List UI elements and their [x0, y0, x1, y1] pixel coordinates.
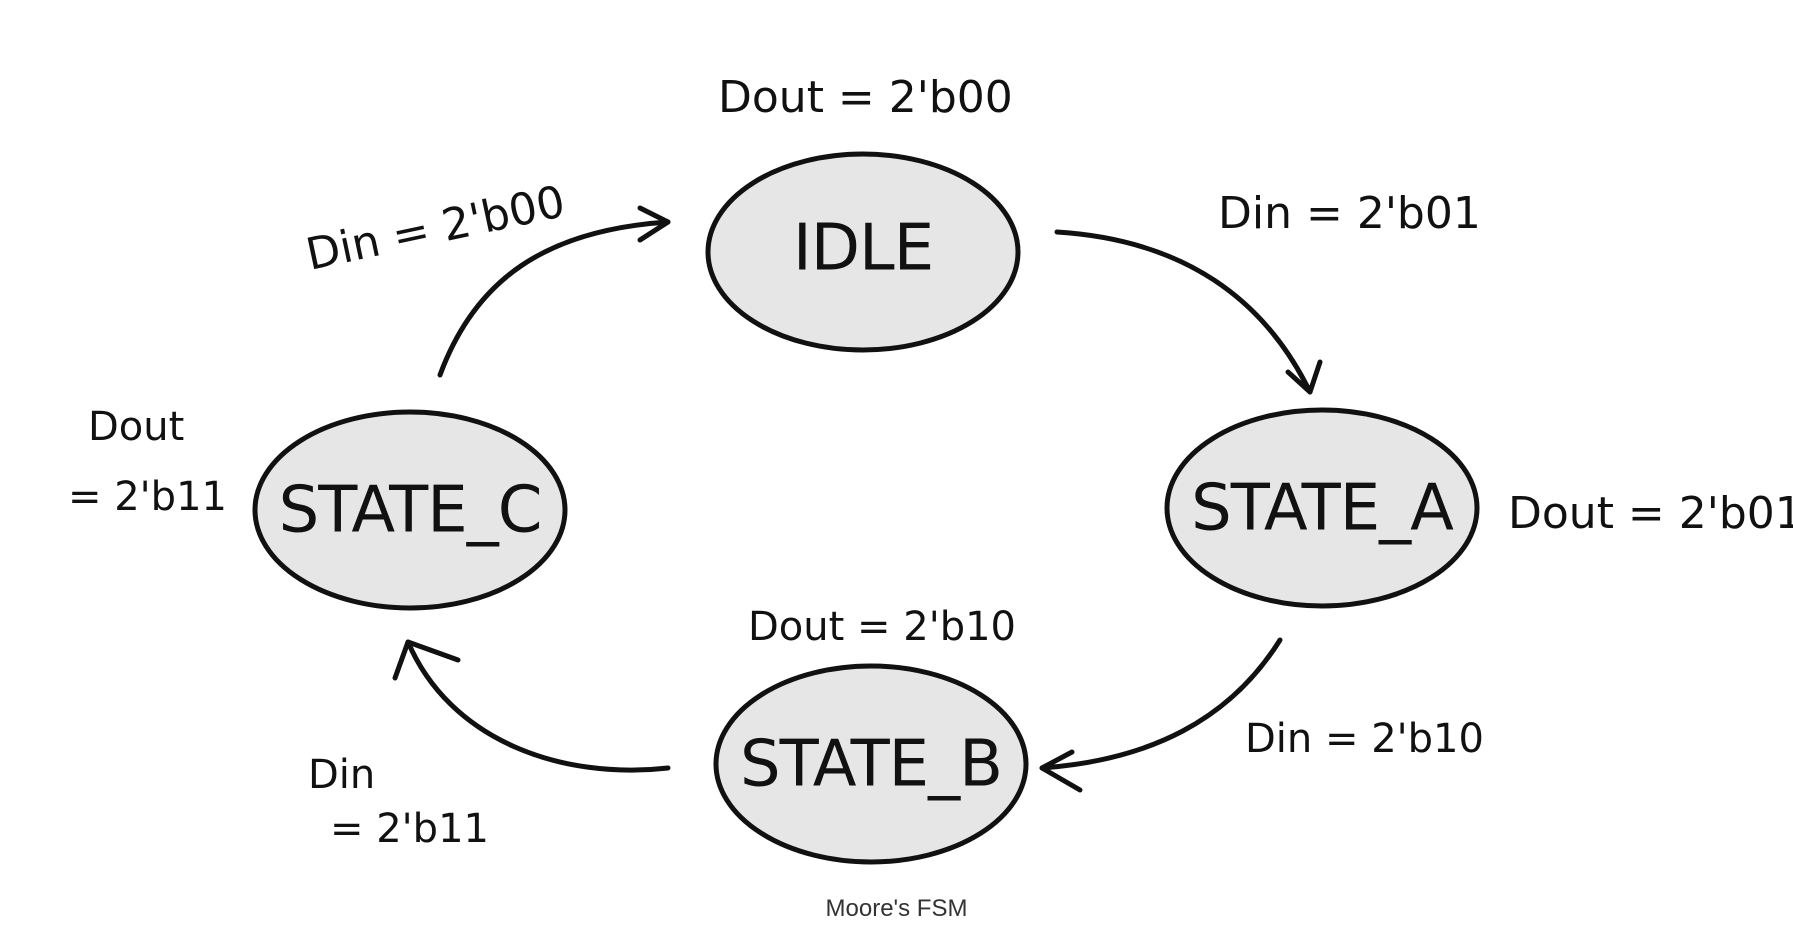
transition-b-to-c [392, 639, 671, 773]
transition-a-to-b-label: Din = 2'b10 [1245, 716, 1484, 762]
output-state-c-label-line2: = 2'b11 [68, 474, 227, 520]
state-b: STATE_B [713, 663, 1029, 865]
output-state-c-label-line1: Dout [88, 404, 184, 450]
state-idle: IDLE [705, 151, 1021, 353]
state-a-label: STATE_A [1191, 472, 1454, 546]
state-idle-label: IDLE [793, 212, 933, 286]
transition-idle-to-a-label: Din = 2'b01 [1218, 188, 1481, 239]
state-b-label: STATE_B [740, 728, 1002, 802]
transition-a-to-b [1039, 637, 1283, 793]
output-state-b-label: Dout = 2'b10 [748, 604, 1016, 650]
transition-idle-to-a [1054, 229, 1323, 395]
diagram-caption: Moore's FSM [825, 895, 968, 922]
state-c: STATE_C [252, 409, 568, 611]
transition-c-to-idle-label: Din = 2'b00 [302, 176, 570, 281]
output-idle-label: Dout = 2'b00 [718, 72, 1013, 123]
transition-b-to-c-label-line1: Din [308, 752, 375, 798]
transition-b-to-c-label-line2: = 2'b11 [330, 806, 489, 852]
output-state-a-label: Dout = 2'b01 [1508, 488, 1793, 539]
transition-c-to-idle [437, 205, 671, 378]
state-a: STATE_A [1164, 407, 1480, 609]
state-c-label: STATE_C [279, 474, 542, 548]
